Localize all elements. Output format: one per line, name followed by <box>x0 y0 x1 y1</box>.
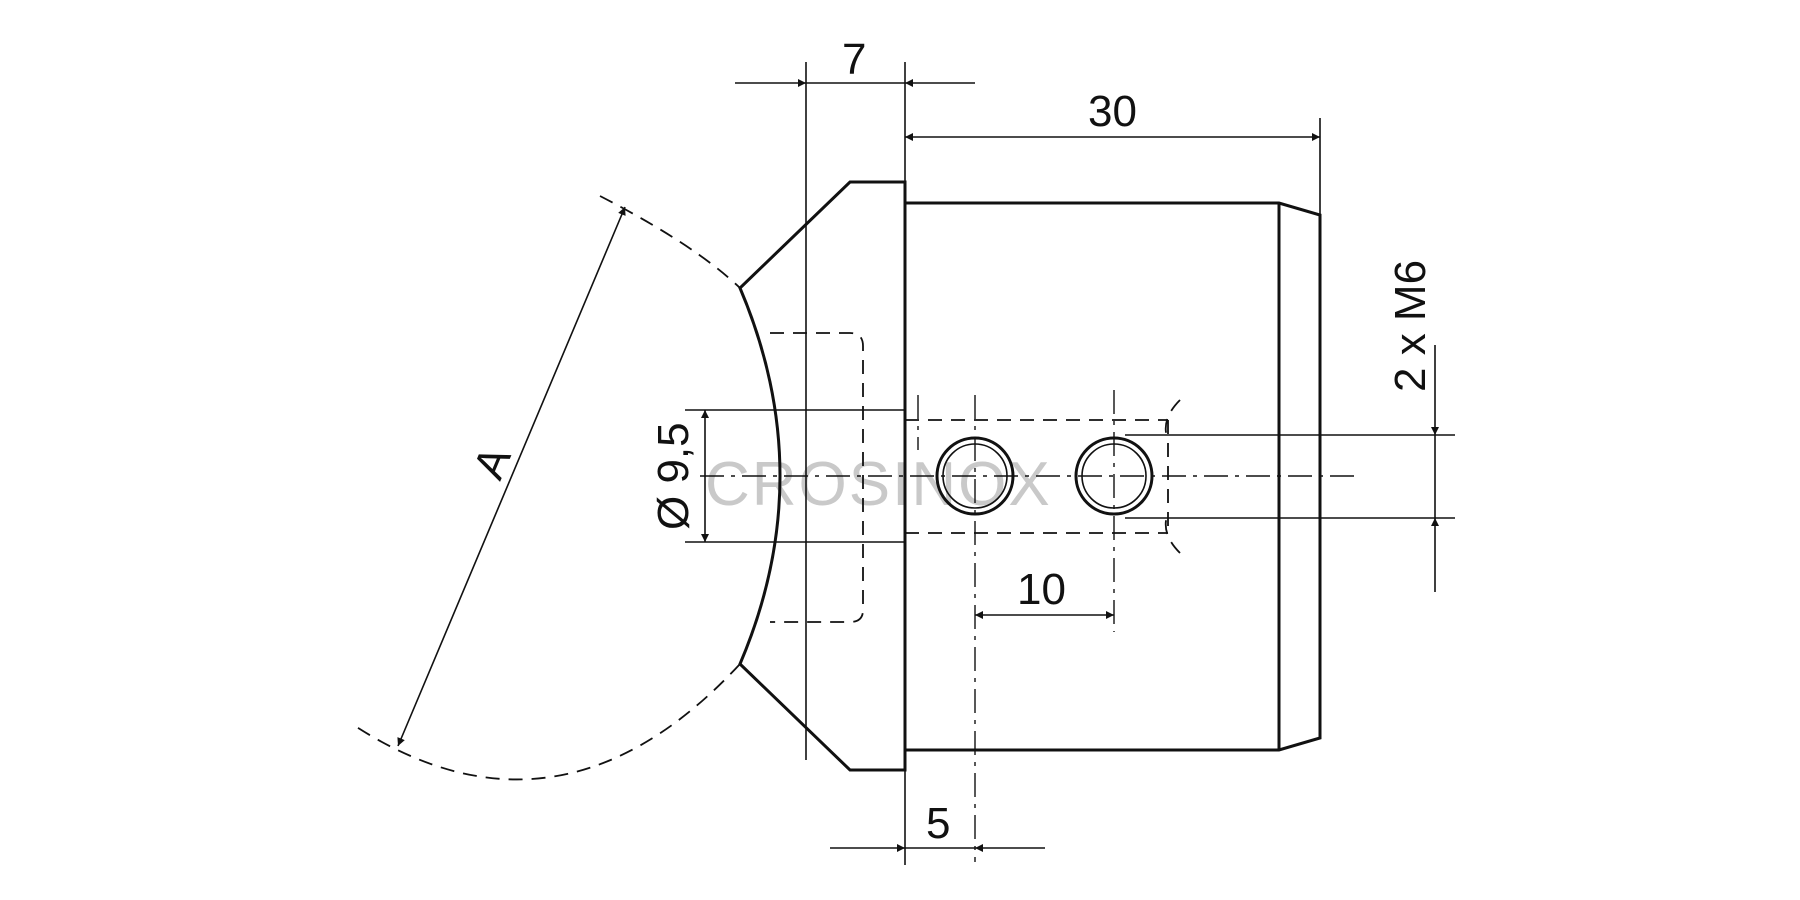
dim-label-a: A <box>464 439 521 486</box>
dim-label-7: 7 <box>842 35 866 84</box>
set-screw-hole-1 <box>935 436 1015 516</box>
dimension-flange-width: 7 <box>735 35 975 760</box>
dimension-tube-radius: A <box>397 206 626 747</box>
dim-label-10: 10 <box>1017 565 1066 614</box>
set-screw-hole-2 <box>1074 436 1154 516</box>
dim-label-thread: 2 x M6 <box>1386 260 1435 392</box>
dimension-body-length: 30 <box>905 87 1321 215</box>
watermark-text: CROSINOX <box>705 450 1052 519</box>
dimension-thread: 2 x M6 <box>1125 260 1455 592</box>
saddle-flange-outline <box>738 180 907 772</box>
dimension-hole-offset: 5 <box>830 770 1045 865</box>
dimension-hole-spacing: 10 <box>975 565 1114 619</box>
dim-label-5: 5 <box>926 799 950 848</box>
dimension-bore-diameter: Ø 9,5 <box>649 409 905 543</box>
dim-label-bore: Ø 9,5 <box>649 422 698 530</box>
bore-hidden-pocket <box>770 332 864 623</box>
dim-label-30: 30 <box>1088 87 1137 136</box>
